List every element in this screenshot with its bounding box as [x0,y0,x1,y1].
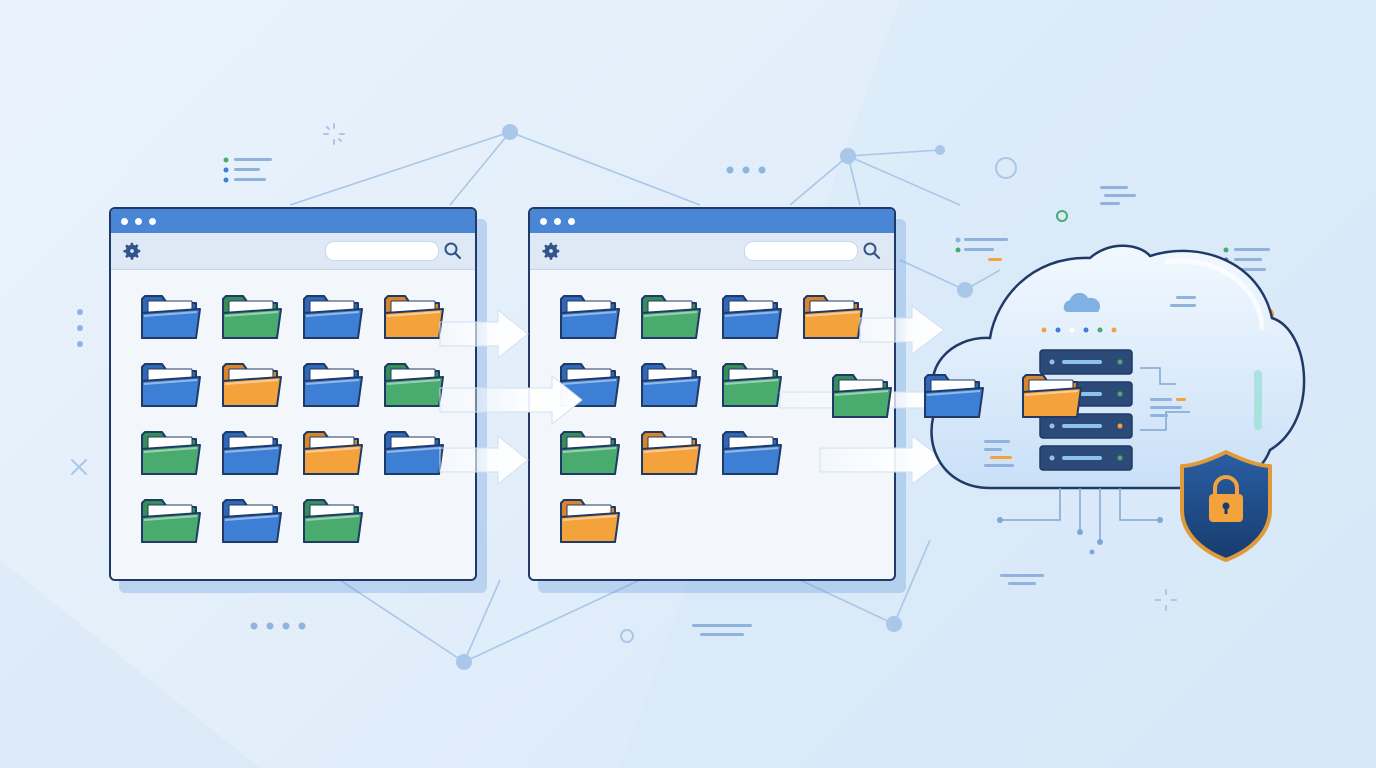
folder-icon[interactable] [558,427,622,479]
cloud-icon [1063,292,1101,312]
folder-icon[interactable] [720,291,784,343]
folder-icon[interactable] [382,291,446,343]
gear-icon[interactable] [121,240,143,262]
folder-icon[interactable] [801,291,865,343]
destination-window [528,207,896,581]
folder-icon[interactable] [139,359,203,411]
search-icon[interactable] [443,241,463,261]
folder-icon[interactable] [220,495,284,547]
folder-icon[interactable] [139,291,203,343]
folder-icon[interactable] [220,427,284,479]
folder-icon[interactable] [382,427,446,479]
folder-icon[interactable] [382,359,446,411]
window-control-dot[interactable] [149,217,156,225]
folder-icon[interactable] [220,291,284,343]
status-dots [1041,327,1117,333]
window-control-dot[interactable] [568,217,575,225]
folder-icon[interactable] [558,495,622,547]
folder-icon[interactable] [220,359,284,411]
folder-icon[interactable] [1020,370,1084,422]
network-lines [289,131,1001,663]
folder-icon[interactable] [301,495,365,547]
gear-icon[interactable] [540,240,562,262]
sparkle-marks [71,123,1177,611]
window-titlebar [111,209,475,233]
window-control-dot[interactable] [135,217,142,225]
folder-icon[interactable] [720,427,784,479]
folder-icon[interactable] [720,359,784,411]
folder-icon[interactable] [301,359,365,411]
folder-icon[interactable] [639,291,703,343]
window-control-dot[interactable] [121,217,128,225]
window-control-dot[interactable] [540,217,547,225]
network-nodes [456,124,973,670]
search-input[interactable] [325,241,439,261]
search-input[interactable] [744,241,858,261]
folder-icon[interactable] [301,291,365,343]
window-control-dot[interactable] [554,217,561,225]
window-toolbar [530,233,894,270]
folder-icon[interactable] [830,370,894,422]
folder-icon[interactable] [139,495,203,547]
search-icon[interactable] [862,241,882,261]
lock-icon [1209,475,1243,522]
window-toolbar [111,233,475,270]
folder-icon[interactable] [639,359,703,411]
folder-icon[interactable] [639,427,703,479]
window-titlebar [530,209,894,233]
source-window [109,207,477,581]
folder-icon[interactable] [558,291,622,343]
folder-icon[interactable] [301,427,365,479]
folder-icon[interactable] [922,370,986,422]
folder-icon[interactable] [139,427,203,479]
